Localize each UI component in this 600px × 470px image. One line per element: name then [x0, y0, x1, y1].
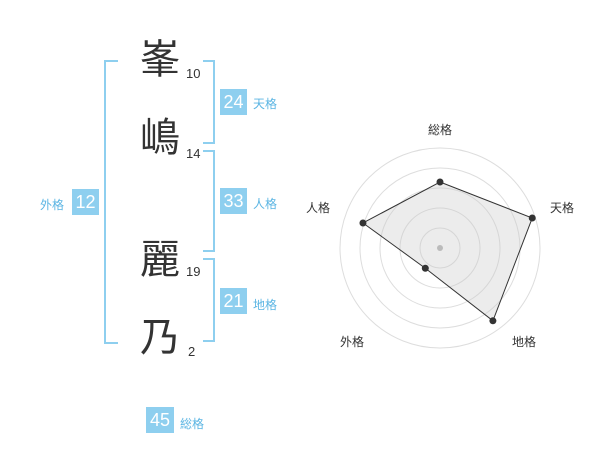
radar-axis-label-chikaku: 地格: [512, 334, 536, 349]
jinkaku-value: 33: [220, 188, 247, 214]
name-char-4: 乃: [140, 315, 180, 361]
jinkaku-label: 人格: [253, 197, 278, 211]
soukaku-value: 45: [146, 407, 174, 433]
chikaku-value: 21: [220, 288, 247, 314]
stroke-count-1: 10: [186, 66, 201, 81]
radar-point-1: [436, 178, 444, 186]
radar-axis-label-soukaku: 総格: [428, 122, 452, 137]
chikaku-label: 地格: [253, 298, 278, 312]
tenkaku-label: 天格: [253, 97, 278, 111]
radar-point-2: [528, 214, 536, 222]
radar-ring-3: [379, 187, 501, 309]
radar-axis-label-tenkaku: 天格: [550, 200, 574, 215]
radar-point-4: [421, 264, 429, 272]
radar-polygon: [362, 181, 533, 322]
name-char-1: 峯: [140, 37, 180, 83]
radar-center: [437, 245, 443, 251]
gaikaku-bracket: [104, 60, 118, 344]
radar-ring-1: [419, 227, 461, 269]
stroke-count-4: 2: [188, 344, 196, 359]
stroke-count-3: 19: [186, 264, 201, 279]
name-char-3: 麗: [140, 237, 180, 283]
radar-point-5: [359, 219, 367, 227]
name-char-2: 嶋: [140, 115, 180, 161]
radar-ring-5: [339, 147, 541, 349]
tenkaku-value: 24: [220, 89, 247, 115]
radar-axis-label-gaikaku: 外格: [340, 334, 364, 349]
radar-ring-2: [399, 207, 481, 289]
tenkaku-bracket: [203, 60, 215, 144]
chikaku-bracket: [203, 258, 215, 342]
radar-point-3: [489, 317, 497, 325]
jinkaku-bracket: [203, 150, 215, 252]
stroke-count-2: 14: [186, 146, 201, 161]
soukaku-label: 総格: [180, 417, 205, 431]
gaikaku-label: 外格: [40, 198, 65, 212]
gaikaku-value: 12: [72, 189, 99, 215]
radar-axis-label-jinkaku: 人格: [306, 200, 330, 215]
radar-ring-4: [359, 167, 521, 329]
